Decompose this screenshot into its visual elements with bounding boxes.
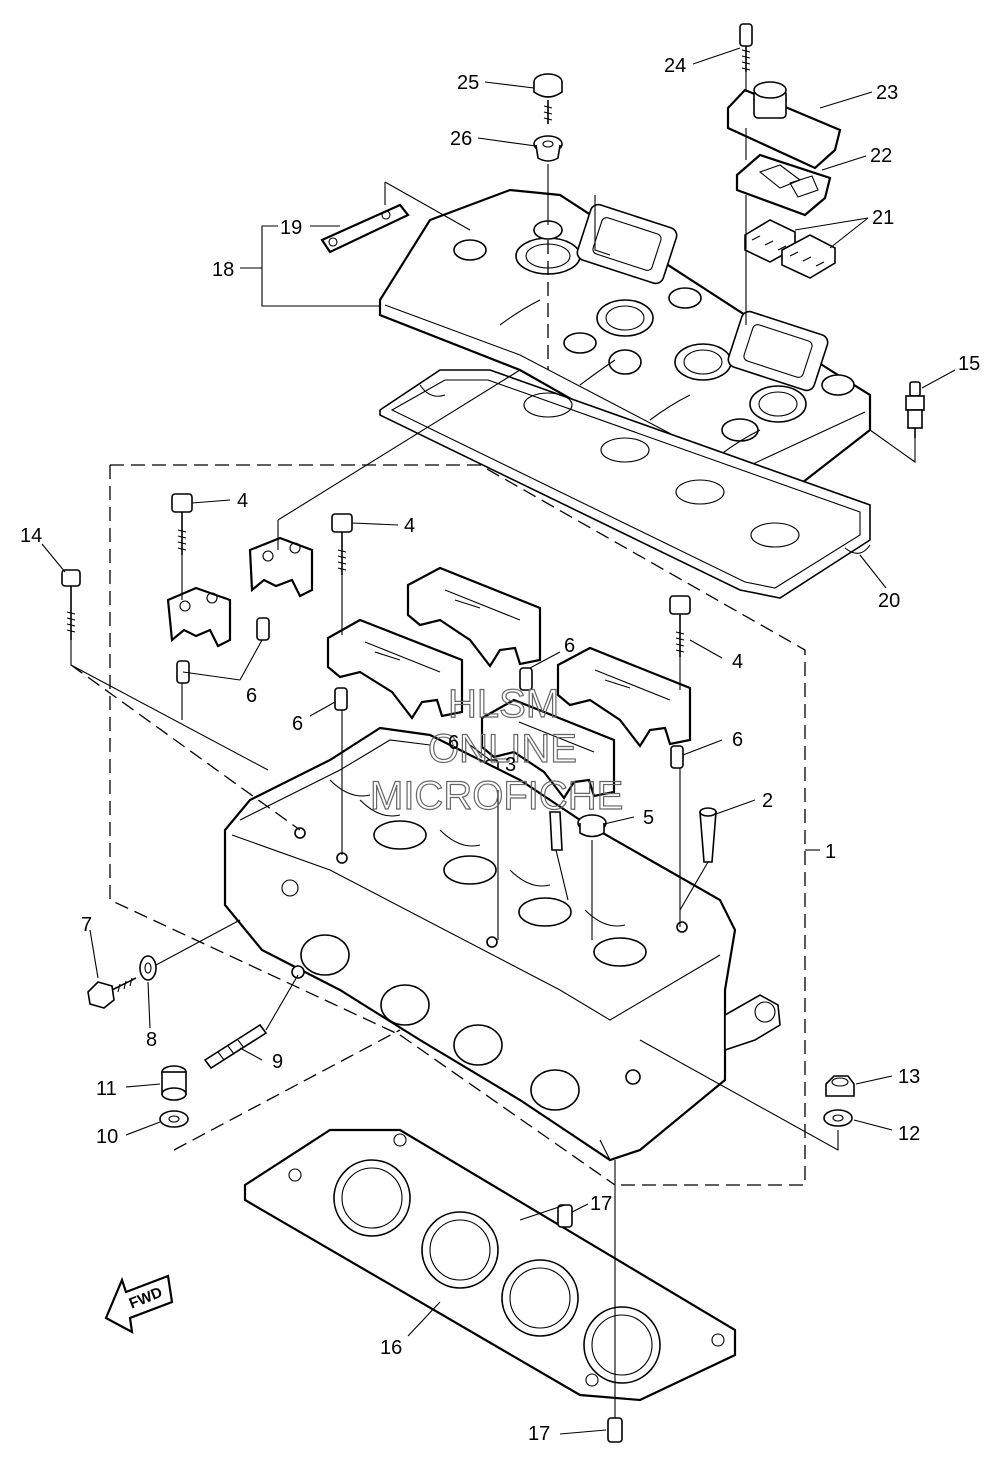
callout-1: 1: [825, 841, 836, 863]
callout-25: 25: [457, 72, 479, 94]
cam-cap-left-b: [248, 536, 314, 598]
cam-cap-bar-4: [480, 698, 616, 800]
cam-cap-bar-1: [406, 566, 542, 668]
bolt-7: [87, 977, 137, 1009]
bolts-4-14: [61, 493, 691, 657]
watermark-line-2: ONLINE: [428, 727, 577, 771]
callout-4-c: 4: [732, 651, 743, 673]
callout-6-c: 6: [564, 635, 575, 657]
callout-17-b: 17: [528, 1423, 550, 1445]
callout-8: 8: [146, 1029, 157, 1051]
cam-cap-bar-2: [326, 618, 464, 720]
callout-23: 23: [876, 82, 898, 104]
callout-10: 10: [96, 1126, 118, 1148]
callout-14: 14: [20, 525, 42, 547]
reed-valves-21: [744, 219, 836, 279]
callout-6-e: 6: [732, 729, 743, 751]
callout-18: 18: [212, 259, 234, 281]
callout-9: 9: [272, 1051, 283, 1073]
stud-9: [203, 1023, 268, 1070]
head-cover-gasket: [379, 369, 871, 599]
plug-5: [577, 814, 607, 838]
breather-cover-23: [726, 81, 842, 170]
callout-6-d: 6: [448, 732, 459, 754]
sleeve-3: [549, 811, 563, 851]
callout-6-b: 6: [292, 713, 303, 735]
collar-11: [161, 1065, 187, 1101]
watermark-line-3: MICROFICHE: [370, 774, 623, 818]
washer-10: [159, 1110, 189, 1128]
cylinder-head-cover: [378, 188, 872, 502]
callout-2: 2: [762, 790, 773, 812]
bolt-24: [739, 23, 753, 72]
watermark-line-1: HLSM: [448, 682, 559, 726]
callout-7: 7: [81, 914, 92, 936]
head-gasket: [243, 1128, 737, 1402]
fwd-direction-marker: FWD: [104, 1274, 174, 1335]
cam-cap-bar-3: [556, 646, 692, 748]
callout-13: 13: [898, 1066, 920, 1088]
grommet-26: [533, 135, 563, 162]
reed-plate-22: [735, 153, 832, 217]
callout-3: 3: [505, 754, 516, 776]
callout-17-a: 17: [590, 1193, 612, 1215]
callout-19: 19: [280, 217, 302, 239]
callout-6-a: 6: [246, 685, 257, 707]
callout-5: 5: [643, 807, 654, 829]
callout-24: 24: [664, 55, 686, 77]
callout-26: 26: [450, 128, 472, 150]
assembly-boundary: [109, 464, 806, 1186]
spark-plug-15: [905, 381, 925, 438]
plate-19: [320, 203, 410, 254]
valve-guide-2: [699, 807, 717, 863]
bolt-25: [533, 73, 563, 124]
callout-4-b: 4: [404, 515, 415, 537]
callout-22: 22: [870, 145, 892, 167]
callout-16: 16: [380, 1337, 402, 1359]
watermark: HLSM ONLINE MICROFICHE: [369, 681, 624, 818]
dowels-17: [557, 1204, 623, 1443]
cam-cap-left-a: [166, 586, 232, 648]
leader-lines: [41, 47, 956, 1435]
washer-8: [139, 955, 157, 981]
washer-12: [823, 1109, 853, 1127]
nut-13: [825, 1075, 855, 1097]
callout-12: 12: [898, 1123, 920, 1145]
callout-11: 11: [96, 1078, 117, 1100]
callout-20: 20: [878, 590, 900, 612]
callout-labels: 1 2 3 4 4 4 5 6 6 6 6 6 7 8 9 10 11 12 1…: [20, 55, 980, 1445]
callout-4-a: 4: [237, 490, 248, 512]
callout-21: 21: [872, 207, 894, 229]
callout-15: 15: [958, 353, 980, 375]
cylinder-head: [223, 726, 781, 1162]
